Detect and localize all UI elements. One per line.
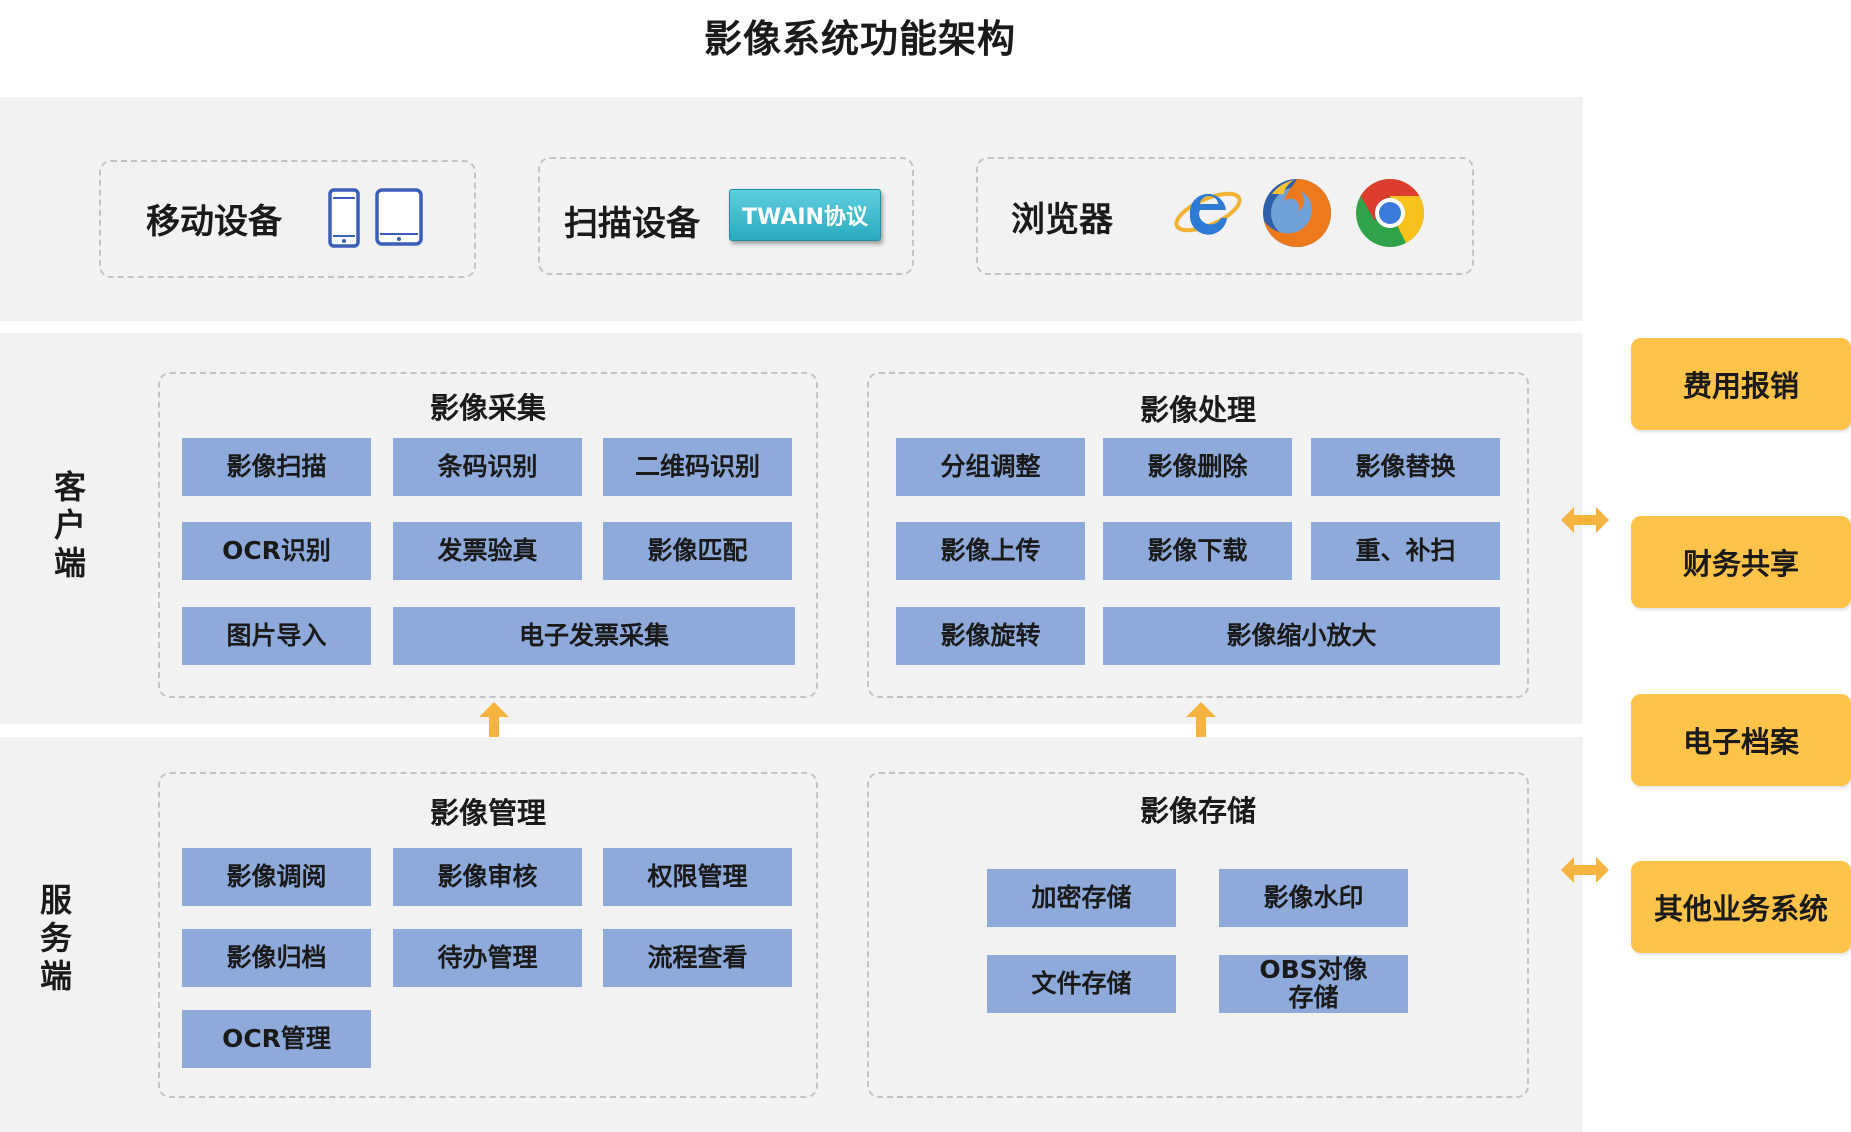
capture-group [158,372,818,698]
management-title: 影像管理 [429,796,546,830]
capture-item: 发票验真 [393,522,582,580]
capture-item: 影像匹配 [603,522,792,580]
tablet-icon [375,188,423,246]
storage-group [867,772,1529,1098]
processing-item: 重、补扫 [1311,522,1500,580]
management-group [158,772,818,1098]
server-side-char: 服 [39,881,72,919]
management-item: OCR管理 [182,1010,371,1068]
external-system-expense: 费用报销 [1631,338,1851,430]
browser-label: 浏览器 [1011,200,1113,240]
processing-group [867,372,1529,698]
capture-item: 电子发票采集 [393,607,795,665]
processing-title: 影像处理 [1139,393,1256,427]
storage-item: 加密存储 [987,869,1176,927]
server-external-arrow [1561,857,1609,883]
firefox-icon [1263,178,1332,247]
storage-item: 影像水印 [1219,869,1408,927]
processing-item: 影像缩小放大 [1103,607,1500,665]
server-side-char: 端 [39,957,72,995]
chrome-icon [1356,179,1424,247]
twain-protocol-badge: TWAIN协议 [729,189,881,241]
processing-item: 影像删除 [1103,438,1292,496]
mobile-device-label: 移动设备 [146,202,282,242]
management-item: 影像归档 [182,929,371,987]
client-side-label: 客 户 端 [50,468,90,582]
management-item: 影像调阅 [182,848,371,906]
client-side-char: 端 [53,544,86,582]
capture-item: 图片导入 [182,607,371,665]
client-side-char: 户 [53,506,86,544]
client-external-arrow [1561,507,1609,533]
capture-item: 条码识别 [393,438,582,496]
server-side-char: 务 [39,919,72,957]
obs-storage-line: 存储 [1288,983,1339,1012]
capture-title: 影像采集 [429,391,546,425]
capture-item: OCR识别 [182,522,371,580]
management-item: 流程查看 [603,929,792,987]
scanner-device-label: 扫描设备 [564,204,700,244]
obs-storage-item: OBS对像 存储 [1219,955,1408,1013]
management-item: 待办管理 [393,929,582,987]
storage-item: 文件存储 [987,955,1176,1013]
client-side-char: 客 [53,468,86,506]
processing-item: 影像上传 [896,522,1085,580]
capture-item: 影像扫描 [182,438,371,496]
browser-box [976,157,1474,275]
diagram-title: 影像系统功能架构 [703,17,1016,61]
phone-icon [328,188,360,248]
capture-item: 二维码识别 [603,438,792,496]
obs-storage-line: OBS对像 [1259,955,1368,984]
processing-item: 影像替换 [1311,438,1500,496]
processing-item: 影像下载 [1103,522,1292,580]
scanner-device-box [538,157,914,275]
external-system-finance-share: 财务共享 [1631,516,1851,608]
mobile-device-box [99,160,476,278]
internet-explorer-icon [1174,191,1242,235]
storage-title: 影像存储 [1139,794,1256,828]
processing-item: 影像旋转 [896,607,1085,665]
processing-item: 分组调整 [896,438,1085,496]
management-item: 权限管理 [603,848,792,906]
server-side-label: 服 务 端 [36,881,76,995]
external-system-other: 其他业务系统 [1631,861,1851,953]
management-item: 影像审核 [393,848,582,906]
external-system-e-archive: 电子档案 [1631,694,1851,786]
